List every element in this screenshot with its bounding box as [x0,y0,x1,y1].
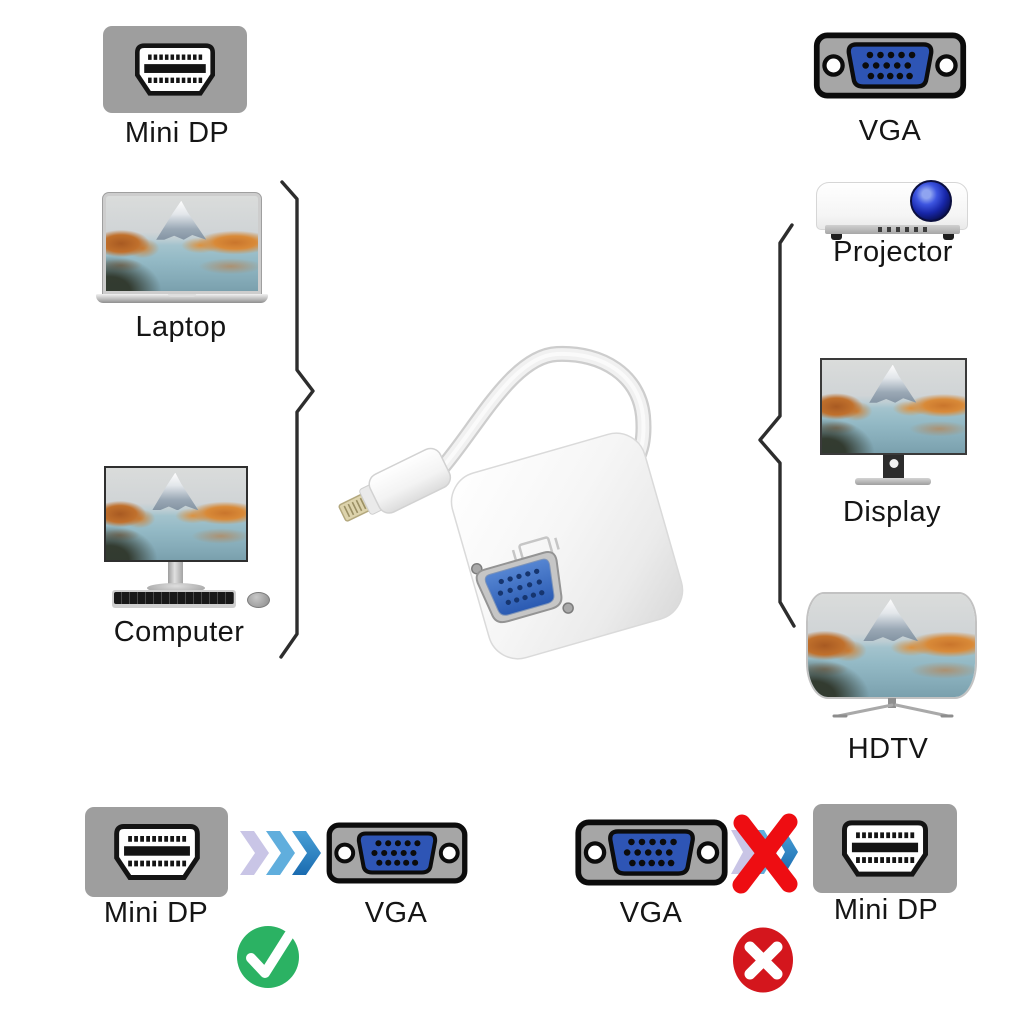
vga-top-label: VGA [858,115,922,147]
keyboard-icon [112,590,236,608]
projector-icon [816,180,970,242]
hdtv-label: HDTV [847,733,929,765]
vga-connector-icon-top [813,32,967,99]
laptop-label: Laptop [135,311,227,343]
computer-label: Computer [113,616,245,648]
mini-dp-block-bottom-right [813,804,957,893]
bracket-left [279,180,315,659]
landscape-wallpaper [808,594,975,697]
display-screen [820,358,967,455]
mini-dp-bottom-left-label: Mini DP [103,897,209,929]
computer-screen [104,466,248,562]
vga-connector-icon-bottom-left [326,822,468,884]
mini-dp-bottom-right-label: Mini DP [833,894,939,926]
mini-dp-to-vga-adapter-cable-photo [338,345,684,660]
mini-dp-plug [338,447,452,522]
projector-vents [878,227,930,232]
hdtv-legs [832,703,954,718]
projector-label: Projector [833,236,953,268]
laptop-base [96,294,268,303]
vga-bottom-left-label: VGA [364,897,428,929]
display-stand [883,455,904,480]
mini-dp-block-top [103,26,247,113]
hdtv-neck [888,698,896,708]
vga-connector-icon-bottom-right [575,819,728,886]
hdtv-icon [806,592,978,724]
laptop-screen [103,193,261,294]
laptop-icon [96,190,268,308]
landscape-wallpaper [106,196,258,291]
display-label: Display [843,496,941,528]
landscape-wallpaper [822,360,965,453]
vga-female-port [475,550,563,624]
triple-chevron-right-icon [240,831,321,875]
cross-mark-icon [733,927,793,993]
computer-icon [104,466,272,616]
screw-icon [562,602,574,614]
mini-dp-port-icon [113,824,200,880]
vga-bottom-right-label: VGA [619,897,683,929]
computer-stand [168,562,183,586]
display-icon [820,358,970,490]
projector-foot-left [831,234,842,240]
mouse-icon [247,592,270,608]
projector-lens [910,180,952,222]
bracket-right [758,223,796,628]
computer-base [147,583,205,593]
check-mark-icon [237,926,299,988]
hdtv-screen [806,592,977,699]
big-x-icon [732,813,798,894]
mini-dp-top-label: Mini DP [124,117,230,149]
adapter-cable [434,345,652,476]
projector-foot-right [943,234,954,240]
landscape-wallpaper [106,468,246,560]
display-base [855,478,931,485]
adapter-body [450,432,684,660]
mini-dp-port-icon [135,43,215,96]
mini-dp-port-icon [842,820,928,877]
mini-dp-block-bottom-left [85,807,228,897]
